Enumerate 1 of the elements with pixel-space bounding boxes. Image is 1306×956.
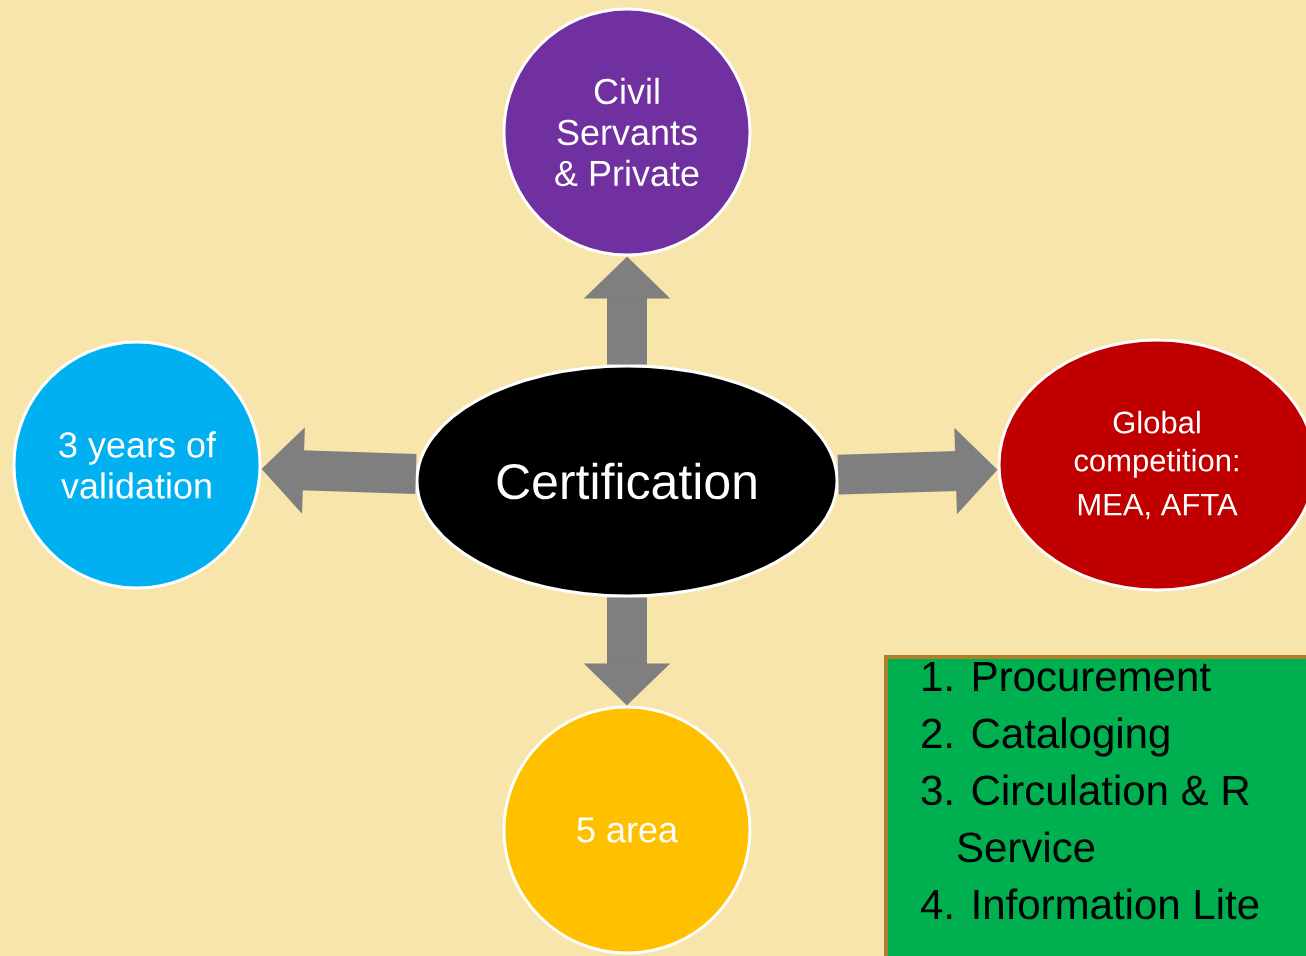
list-box: 1. Procurement 2. Cataloging 3. Circulation & R Service 4. Information Lite [884, 655, 1306, 956]
